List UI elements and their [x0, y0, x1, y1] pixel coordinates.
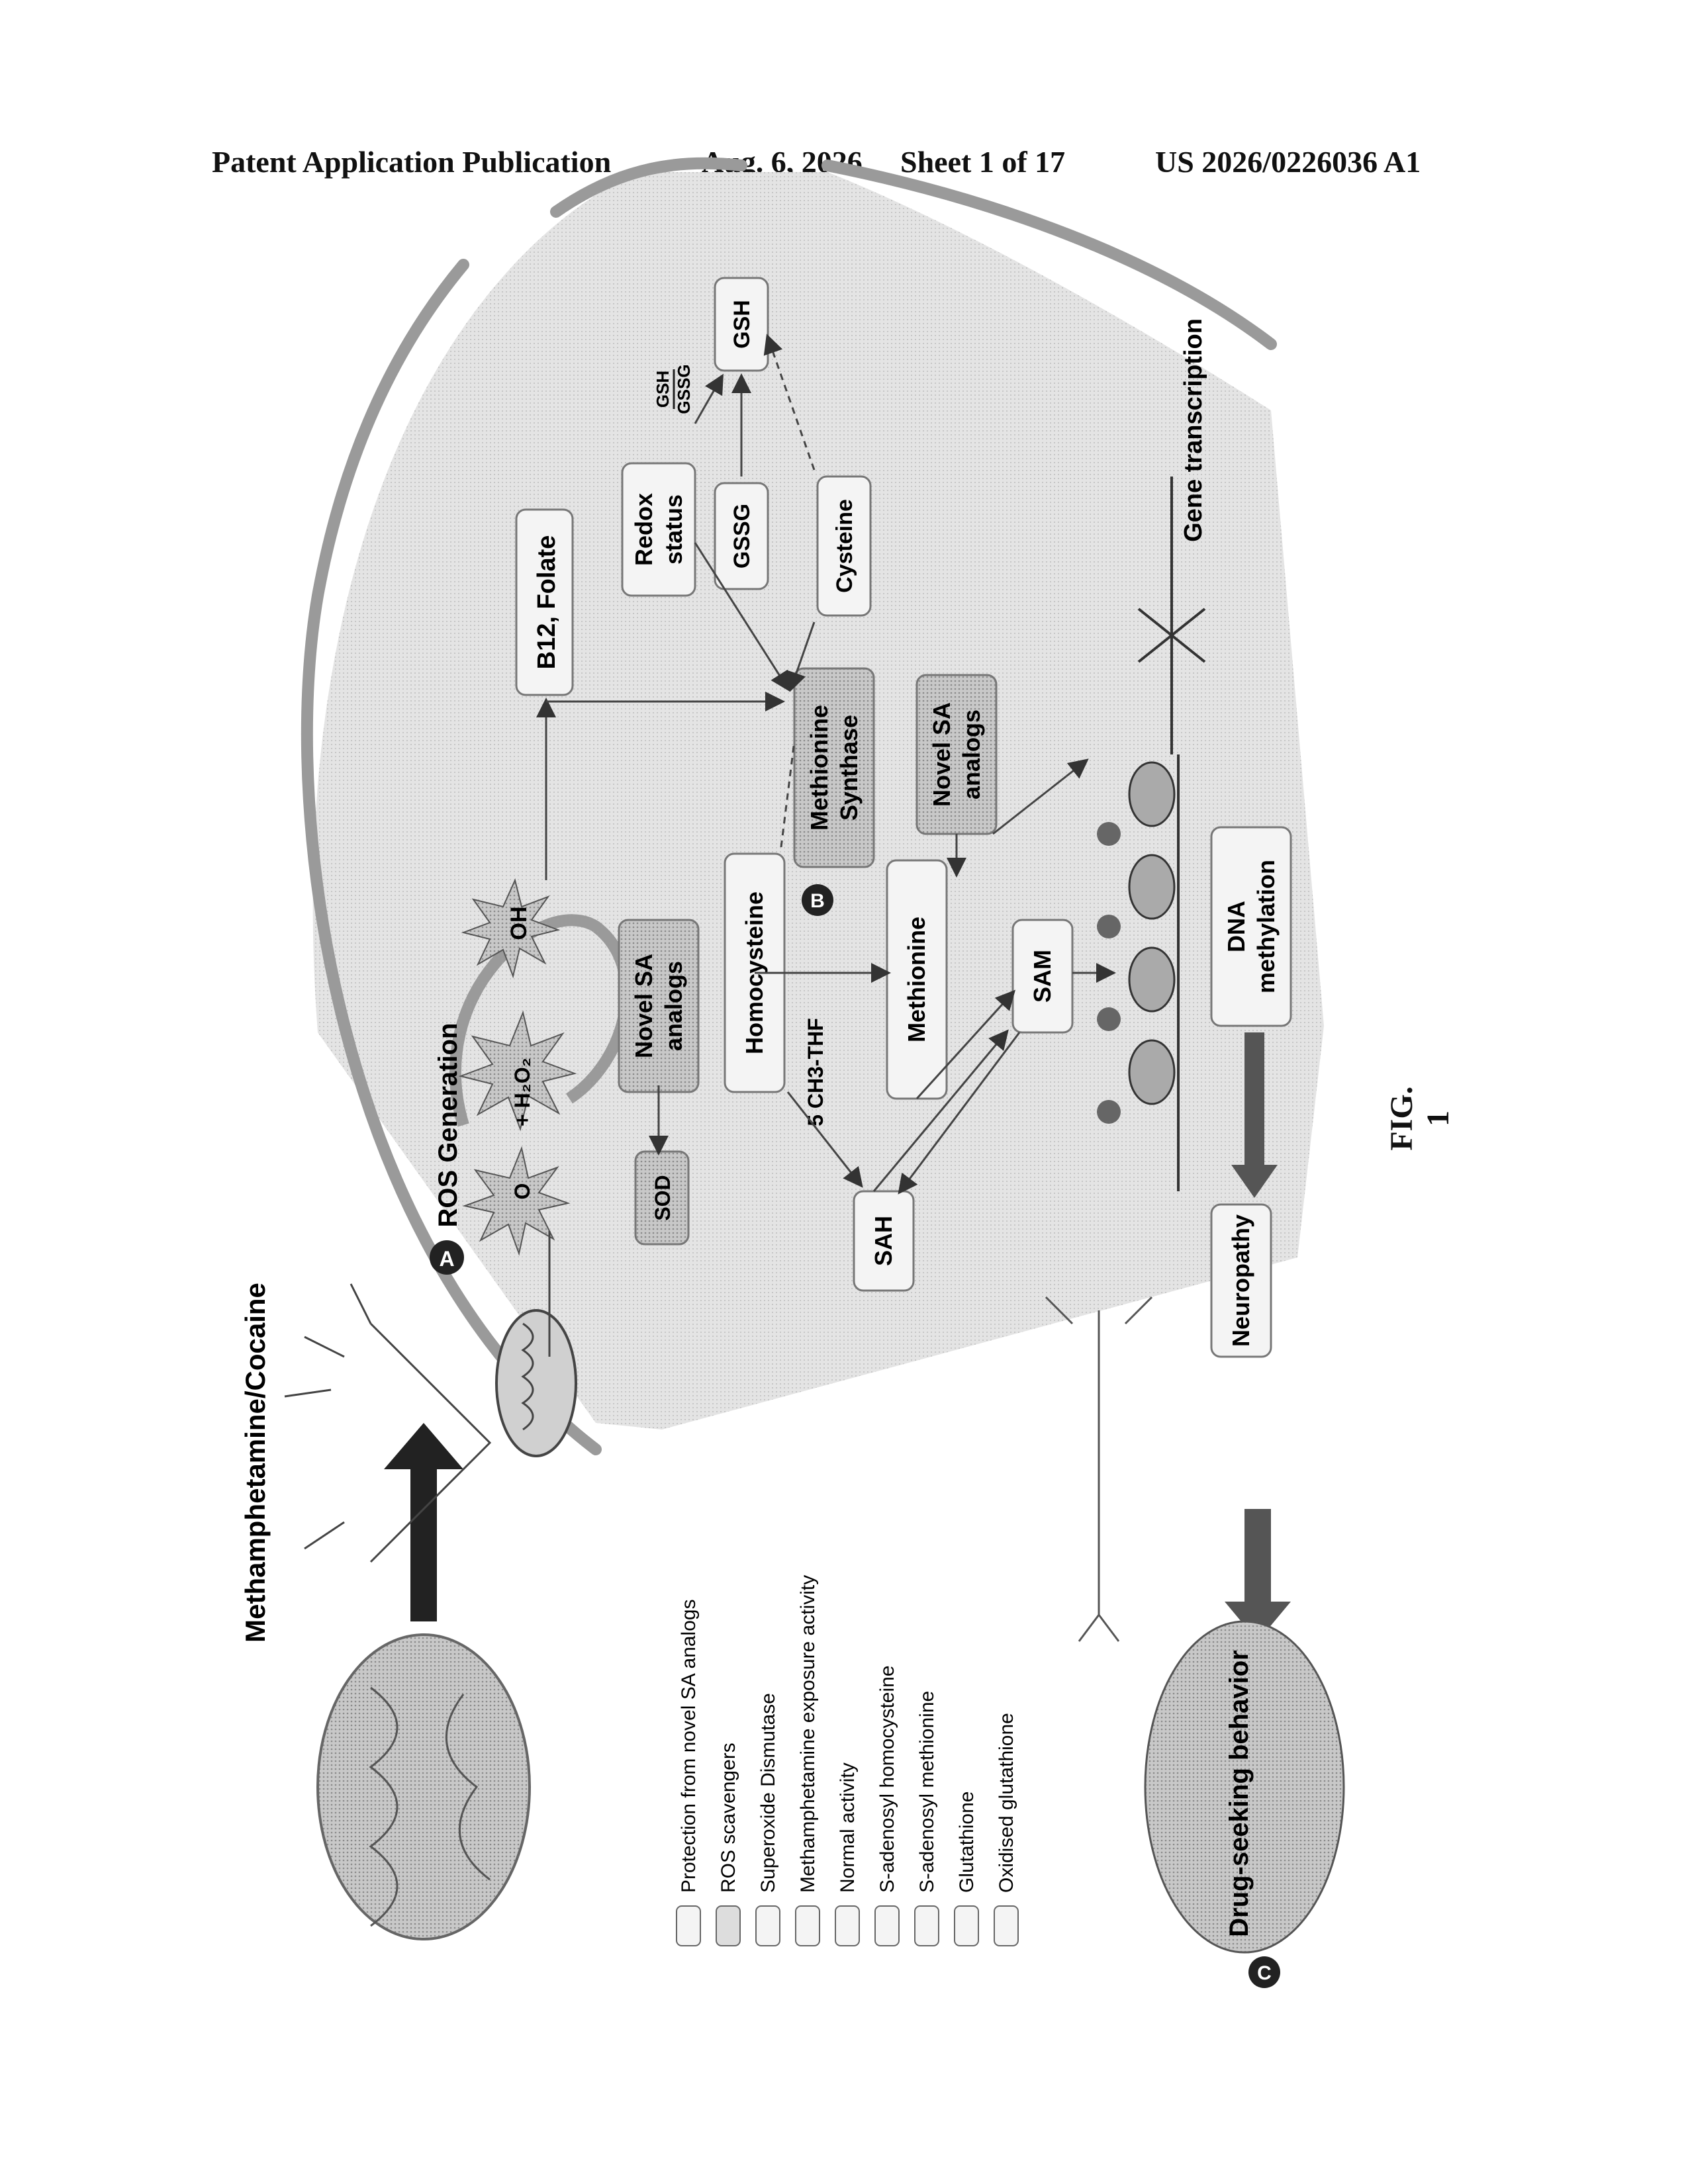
novel-sa-left-label-2: analogs [660, 961, 687, 1051]
h2o2-label: + H₂O₂ [510, 1058, 534, 1126]
legend-label: Glutathione [956, 1792, 978, 1893]
b12-folate-label: B12, Folate [533, 535, 561, 670]
cysteine-label: Cysteine [832, 499, 857, 593]
dna-methylation-label-2: methylation [1252, 860, 1280, 993]
legend: Protection from novel SA analogs ROS scav… [677, 1575, 1018, 1946]
legend-item: Methamphetamine exposure activity [796, 1575, 820, 1946]
legend-symbol [796, 1906, 820, 1946]
brain-to-neuron-arrow [384, 1423, 463, 1621]
legend-symbol [875, 1906, 899, 1946]
sam-box: SAM [1013, 920, 1072, 1032]
gsh-label: GSH [729, 300, 755, 349]
panel-a-marker: A ROS Generation [430, 1023, 464, 1275]
o2-label: O [510, 1183, 534, 1200]
methionine-box: Methionine [887, 860, 947, 1099]
novel-sa-right-label-1: Novel SA [928, 702, 955, 807]
gssg-label: GSSG [729, 504, 755, 569]
oh-label: OH [506, 907, 532, 940]
legend-label: S-adenosyl homocysteine [876, 1665, 898, 1893]
legend-item: S-adenosyl methionine [915, 1691, 939, 1946]
sah-label: SAH [870, 1216, 897, 1266]
redox-label-1: Redox [630, 493, 657, 566]
novel-sa-left-label-1: Novel SA [630, 954, 657, 1058]
drug-seeking-cloud: C Drug-seeking behavior [1145, 1621, 1344, 1988]
gsh-ratio-top: GSH [653, 371, 673, 408]
sam-label: SAM [1029, 950, 1056, 1003]
panel-a-title: ROS Generation [434, 1023, 463, 1228]
legend-label: Superoxide Dismutase [757, 1693, 779, 1893]
ch3-thf-label: 5 CH3-THF [804, 1018, 827, 1126]
sod-box: SOD [635, 1152, 688, 1244]
legend-label: Protection from novel SA analogs [678, 1599, 700, 1893]
legend-label: S-adenosyl methionine [916, 1691, 938, 1893]
mitochondrion-icon [496, 1310, 576, 1456]
redox-label-2: status [660, 494, 687, 565]
gsh-box: GSH [715, 278, 768, 371]
neuropathy-label: Neuropathy [1227, 1214, 1254, 1347]
legend-symbol [756, 1906, 780, 1946]
legend-item: Protection from novel SA analogs [677, 1599, 700, 1946]
sah-box: SAH [854, 1191, 914, 1291]
legend-symbol [955, 1906, 978, 1946]
neuron-icon-lower [1046, 1297, 1152, 1641]
legend-label: ROS scavengers [718, 1743, 739, 1893]
legend-item: Superoxide Dismutase [756, 1693, 780, 1946]
sod-label: SOD [651, 1175, 675, 1220]
methionine-synthase-box: Methionine Synthase [794, 668, 874, 867]
methionine-synthase-label-2: Synthase [835, 715, 863, 821]
methionine-label: Methionine [903, 917, 930, 1042]
panel-b-marker: B [802, 884, 833, 916]
panel-c-letter: C [1257, 1962, 1272, 1984]
brain-icon [318, 1635, 530, 1939]
cysteine-box: Cysteine [818, 477, 870, 615]
gene-transcription-label: Gene transcription [1180, 318, 1207, 542]
legend-label: Methamphetamine exposure activity [797, 1575, 819, 1893]
b12-folate-box: B12, Folate [516, 510, 573, 695]
figure-title: Methamphetamine/Cocaine [240, 1283, 271, 1643]
methionine-synthase-label-1: Methionine [806, 705, 833, 831]
dna-methylation-label-1: DNA [1223, 901, 1250, 952]
panel-a-letter: A [439, 1247, 454, 1271]
legend-label: Normal activity [837, 1762, 859, 1893]
legend-symbol [915, 1906, 939, 1946]
legend-item: Oxidised glutathione [994, 1713, 1018, 1946]
legend-symbol [677, 1906, 700, 1946]
panel-c-title: Drug-seeking behavior [1225, 1650, 1254, 1936]
novel-sa-analogs-box-left: Novel SA analogs [619, 920, 698, 1092]
gssg-box: GSSG [715, 483, 768, 589]
legend-symbol [835, 1906, 859, 1946]
legend-symbol [716, 1906, 740, 1946]
legend-label: Oxidised glutathione [996, 1713, 1017, 1893]
gssg-ratio-bottom: GSSG [674, 364, 694, 414]
dna-methylation-box: DNA methylation [1211, 827, 1291, 1026]
figure-label: FIG. 1 [1383, 1079, 1423, 1158]
legend-item: S-adenosyl homocysteine [875, 1665, 899, 1946]
legend-item: Normal activity [835, 1762, 859, 1946]
legend-symbol [994, 1906, 1018, 1946]
neuropathy-box: Neuropathy [1211, 1205, 1271, 1357]
novel-sa-right-label-2: analogs [958, 709, 985, 799]
legend-item: Glutathione [955, 1792, 978, 1946]
panel-b-letter: B [810, 890, 825, 912]
legend-item: ROS scavengers [716, 1743, 740, 1946]
novel-sa-analogs-box-right: Novel SA analogs [917, 675, 996, 834]
redox-status-box: Redox status [622, 463, 695, 596]
neuron-icon [285, 1284, 490, 1562]
